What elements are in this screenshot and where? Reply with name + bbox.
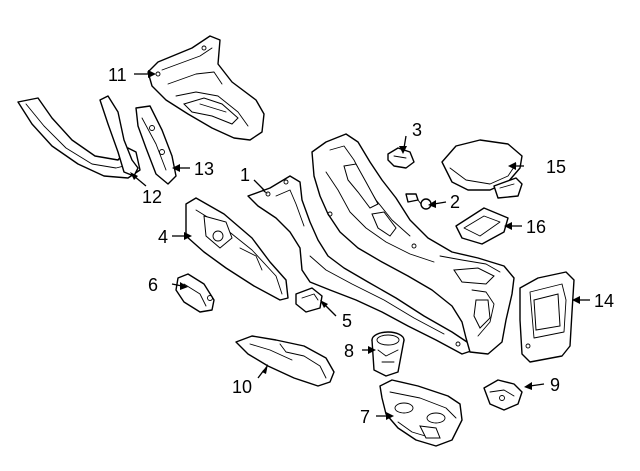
callout-2: 2 (450, 192, 460, 212)
part-11-upper-bezel (147, 35, 265, 141)
part-6-small-cover (175, 273, 215, 313)
callout-8: 8 (344, 341, 354, 361)
part-1-shifter-housing (311, 133, 515, 355)
part-14-side-trim (519, 271, 575, 363)
part-16-tray (455, 207, 509, 245)
callout-14: 14 (594, 291, 614, 311)
callout-11: 11 (108, 65, 127, 85)
callout-4: 4 (158, 227, 168, 247)
part-12-trim-strip (17, 97, 141, 179)
callout-3: 3 (412, 120, 422, 140)
part-7-cupholder-base (379, 379, 463, 447)
part-10-lower-panel (235, 335, 335, 387)
part-8-cup-insert (371, 331, 405, 377)
callout-1: 1 (240, 165, 250, 185)
callout-15: 15 (546, 157, 566, 177)
callout-16: 16 (526, 217, 546, 237)
callout-10: 10 (232, 377, 252, 397)
callout-13: 13 (194, 159, 214, 179)
part-5-clip (295, 287, 323, 313)
callout-labels: 11 1 3 2 15 16 4 6 5 8 10 7 9 14 13 12 (108, 65, 614, 427)
callout-9: 9 (550, 375, 560, 395)
part-2-screw (405, 193, 432, 210)
callout-12: 12 (142, 187, 162, 207)
leader-lines (130, 70, 590, 420)
part-9-bracket (483, 379, 523, 411)
callout-7: 7 (360, 407, 370, 427)
part-15-armrest-lid (441, 139, 523, 199)
callout-5: 5 (342, 311, 352, 331)
part-4-side-panel (185, 197, 289, 301)
part-3-clip (387, 147, 415, 169)
part-13-side-bracket (99, 95, 177, 185)
callout-6: 6 (148, 275, 158, 295)
